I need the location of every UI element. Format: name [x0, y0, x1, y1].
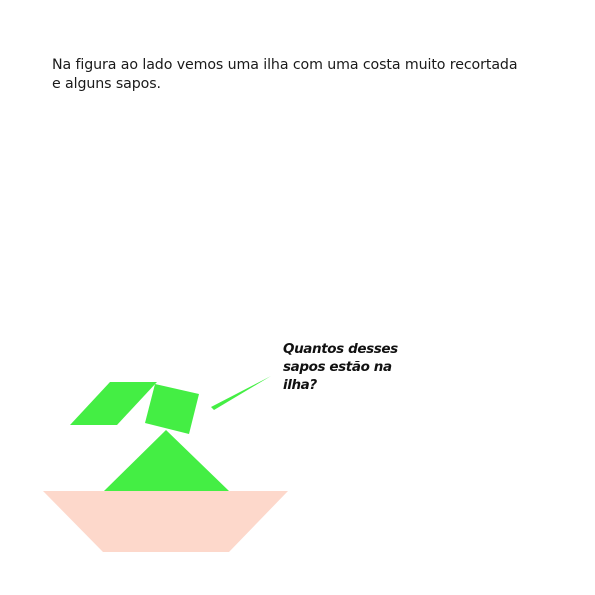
tangram-parallelogram	[70, 382, 157, 425]
question-line-2: sapos estão na	[283, 359, 392, 375]
tangram-large-triangle	[104, 430, 229, 491]
question-line-3: ilha?	[283, 377, 317, 393]
question-text: Quantos desses sapos estão na ilha?	[283, 340, 423, 394]
question-line-1: Quantos desses	[283, 341, 398, 357]
speech-callout-line	[211, 376, 271, 410]
intro-line-2: e alguns sapos.	[52, 76, 161, 92]
intro-line-1: Na figura ao lado vemos uma ilha com uma…	[52, 57, 518, 73]
intro-text: Na figura ao lado vemos uma ilha com uma…	[52, 56, 552, 94]
island-shape	[43, 491, 288, 552]
tangram-square	[145, 384, 199, 434]
